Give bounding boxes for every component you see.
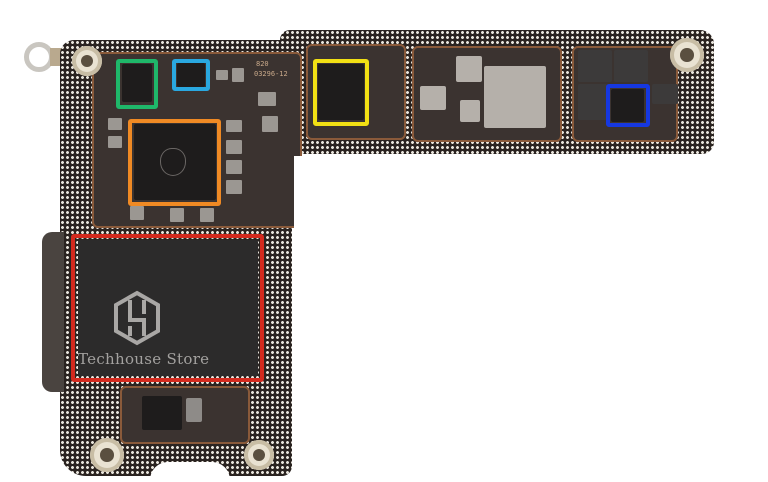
- side-shield: [42, 232, 64, 392]
- highlight-yellow: [313, 59, 369, 126]
- pmic-block: [578, 50, 612, 82]
- highlight-red: [71, 234, 264, 382]
- component: [130, 206, 144, 220]
- chip-yellow: [318, 64, 364, 120]
- apple-logo-icon: [160, 148, 186, 176]
- bottom-notch: [150, 462, 230, 482]
- rf-shield-large: [484, 66, 546, 128]
- pmic-block: [578, 84, 608, 120]
- hexagon-monogram-logo-icon: [114, 290, 160, 346]
- component-bottom: [186, 398, 202, 422]
- component: [258, 92, 276, 106]
- rf-component: [460, 100, 480, 122]
- component: [108, 136, 122, 148]
- rf-component: [420, 86, 446, 110]
- screw-hole-top-left: [72, 46, 102, 76]
- component: [226, 140, 242, 154]
- component: [200, 208, 214, 222]
- highlight-green: [116, 59, 158, 109]
- component: [226, 120, 242, 132]
- component: [170, 208, 184, 222]
- silkscreen-label: 03296-12: [254, 70, 288, 78]
- rf-shield-small: [456, 56, 482, 82]
- board-cutout: [294, 156, 768, 480]
- silkscreen-label: 820: [256, 60, 269, 68]
- screw-hole-top-right: [670, 38, 704, 72]
- highlight-orange: [128, 119, 221, 206]
- watermark-text: Techhouse Store: [78, 350, 210, 368]
- pmic-block: [614, 50, 648, 82]
- screw-hole-bottom-left: [90, 438, 124, 472]
- component: [108, 118, 122, 130]
- nand-storage-chip: [78, 240, 258, 376]
- inner-area-bottom: [120, 386, 250, 444]
- component: [226, 180, 242, 194]
- highlight-cyan: [172, 59, 210, 91]
- chip-green: [122, 64, 152, 102]
- chip-cyan: [177, 63, 205, 87]
- chip-blue: [611, 89, 644, 122]
- component: [232, 68, 244, 82]
- component: [216, 70, 228, 80]
- pmic-block: [652, 84, 678, 104]
- highlight-blue: [606, 84, 650, 127]
- screw-hole-bottom-right: [244, 440, 274, 470]
- chip-bottom: [142, 396, 182, 430]
- component: [262, 116, 278, 132]
- component: [226, 160, 242, 174]
